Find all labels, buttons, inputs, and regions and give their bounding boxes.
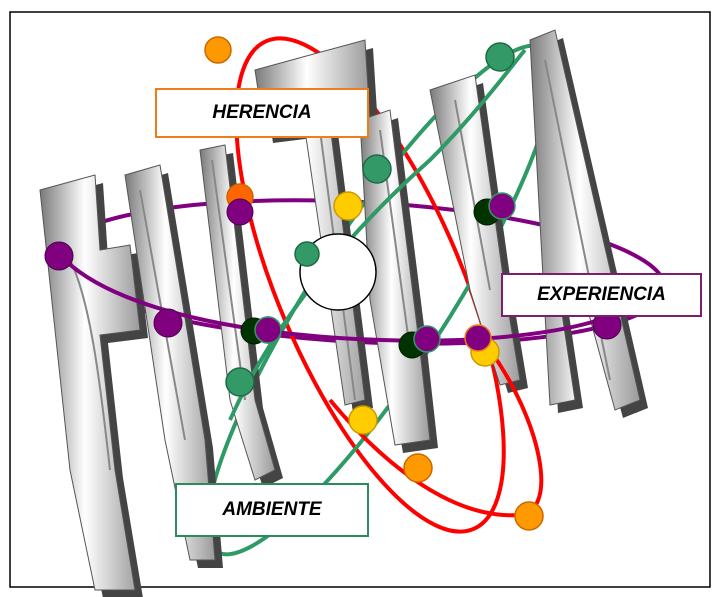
- letter-u2: [359, 109, 431, 446]
- purple-node-5-front: [413, 325, 441, 353]
- experiencia-label: EXPERIENCIA: [501, 273, 702, 317]
- green-node-4-front: [254, 316, 282, 344]
- letter-l: [199, 144, 276, 481]
- yellow-node-3: [348, 405, 378, 435]
- purple-node-4-front: [488, 192, 516, 220]
- ambiente-orbit-front: [228, 48, 527, 421]
- letter-u: [124, 164, 216, 561]
- purple-node-3: [226, 198, 254, 226]
- letter-r: [429, 74, 521, 386]
- yellow-node-1: [333, 191, 363, 221]
- green-node-1: [485, 42, 515, 72]
- green-node-5: [225, 367, 255, 397]
- slide-frame: [9, 11, 711, 588]
- herencia-label-text: HERENCIA: [212, 102, 312, 123]
- letter-a: [529, 29, 641, 411]
- experiencia-label-text: EXPERIENCIA: [537, 284, 666, 305]
- ambiente-label: AMBIENTE: [175, 483, 369, 537]
- green-node-2: [362, 154, 392, 184]
- purple-node-1: [44, 241, 74, 271]
- purple-node-2: [153, 308, 183, 338]
- purple-node-6-front: [464, 324, 492, 352]
- orange-node-4: [514, 501, 544, 531]
- letter-c: [39, 174, 141, 591]
- herencia-label: HERENCIA: [155, 88, 369, 138]
- ambiente-label-text: AMBIENTE: [222, 499, 322, 520]
- green-node-3: [294, 241, 320, 267]
- orange-node-1: [204, 36, 232, 64]
- orange-node-3: [403, 453, 433, 483]
